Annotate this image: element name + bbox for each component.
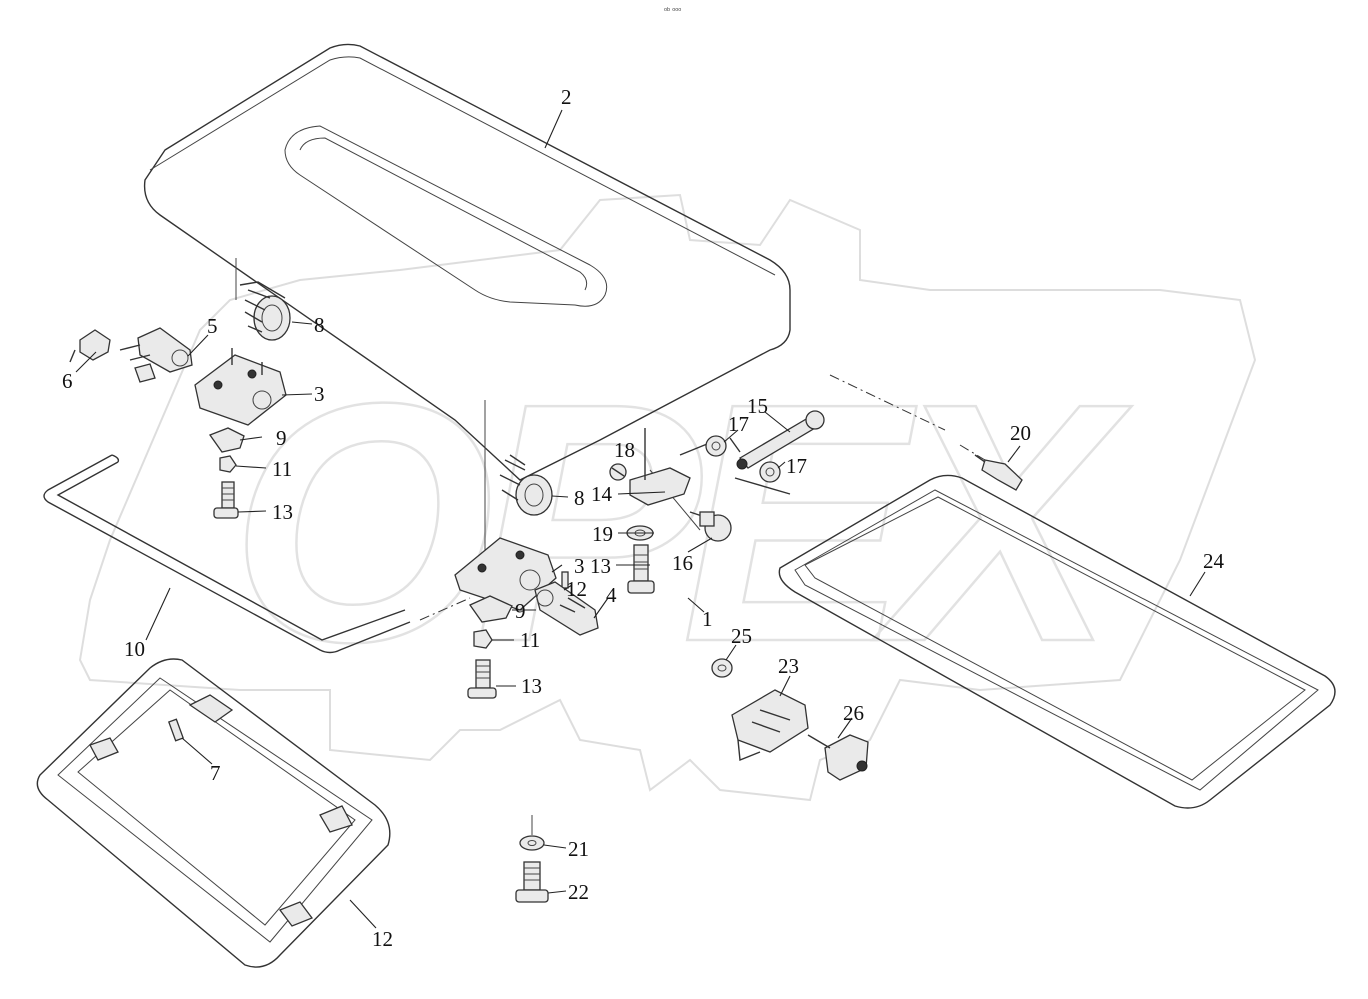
callout-12-hatch: 12 xyxy=(372,927,393,951)
callout-24: 24 xyxy=(1203,549,1225,573)
watermark: OPEX xyxy=(78,193,1257,802)
callout-16: 16 xyxy=(672,551,693,575)
callout-26: 26 xyxy=(843,701,864,725)
callout-3-lower: 3 xyxy=(574,554,585,578)
callout-8-upper: 8 xyxy=(314,313,325,337)
part-17-lower-washer xyxy=(759,461,781,483)
callout-6: 6 xyxy=(62,369,73,393)
callout-19: 19 xyxy=(592,522,613,546)
part-5-connector xyxy=(119,327,193,383)
part-3-lower-bracket xyxy=(454,537,557,611)
part-14-hinge-plate xyxy=(629,428,713,506)
part-13-lower-bolt xyxy=(467,659,497,699)
part-20-fitting xyxy=(974,454,1023,491)
part-21-washer xyxy=(519,815,545,851)
part-6-clip xyxy=(69,329,111,363)
part-15-gas-strut xyxy=(729,410,825,495)
part-13-middle-bolt xyxy=(627,544,655,594)
callout-5: 5 xyxy=(207,314,218,338)
leader-lines xyxy=(75,109,1206,929)
callout-1: 1 xyxy=(702,607,713,631)
part-17-upper-washer xyxy=(705,435,727,457)
part-3-upper-bracket xyxy=(194,348,287,426)
callout-12-small: 12 xyxy=(566,577,587,601)
part-8-lower-coupler xyxy=(499,454,553,516)
part-24-gasket-frame xyxy=(778,474,1336,809)
callout-11-upper: 11 xyxy=(272,457,292,481)
header-text: ᵒᵇ ᵒᵒᵒ xyxy=(664,6,682,15)
callout-20: 20 xyxy=(1010,421,1031,445)
part-22-bolt xyxy=(515,861,549,903)
callout-11-lower: 11 xyxy=(520,628,540,652)
callout-4: 4 xyxy=(606,583,617,607)
callout-23: 23 xyxy=(778,654,799,678)
part-11-upper-nut xyxy=(219,455,237,473)
part-13-upper-bolt xyxy=(213,481,239,519)
callout-13-upper: 13 xyxy=(272,500,293,524)
callout-7: 7 xyxy=(210,761,221,785)
callout-17-lower: 17 xyxy=(786,454,807,478)
callout-10: 10 xyxy=(124,637,145,661)
part-23-striker xyxy=(731,689,809,761)
part-12-hatch-frame xyxy=(36,658,391,968)
part-25-washer xyxy=(711,658,733,678)
watermark-gear xyxy=(78,193,1257,802)
part-9-upper-clamp xyxy=(208,427,245,453)
callout-13-lower: 13 xyxy=(521,674,542,698)
callout-9-lower: 9 xyxy=(515,599,526,623)
callout-25: 25 xyxy=(731,624,752,648)
part-26-lock-plate xyxy=(807,734,869,781)
part-16-knob xyxy=(689,511,732,542)
part-11-lower-nut xyxy=(473,629,493,649)
callout-3-upper: 3 xyxy=(314,382,325,406)
part-10-rod xyxy=(43,454,411,654)
part-4-connector xyxy=(534,581,599,636)
callout-8-lower: 8 xyxy=(574,486,585,510)
callout-18: 18 xyxy=(614,438,635,462)
callout-13-middle: 13 xyxy=(590,554,611,578)
callout-21: 21 xyxy=(568,837,589,861)
callout-14: 14 xyxy=(591,482,613,506)
callout-17-upper: 17 xyxy=(728,412,749,436)
callout-labels: 1 2 3 3 4 5 6 7 8 8 9 9 10 11 11 12 12 1… xyxy=(62,85,1225,951)
part-18-screw xyxy=(609,463,627,481)
callout-9-upper: 9 xyxy=(276,426,287,450)
watermark-text: OPEX xyxy=(230,333,1132,713)
part-2-top-cover xyxy=(143,43,791,481)
part-12-pin xyxy=(561,571,569,589)
part-8-upper-coupler xyxy=(239,281,291,341)
part-9-lower-clamp xyxy=(469,595,513,623)
callout-22: 22 xyxy=(568,880,589,904)
callout-15: 15 xyxy=(747,394,768,418)
part-7-screw xyxy=(167,718,185,742)
callout-2: 2 xyxy=(561,85,572,109)
